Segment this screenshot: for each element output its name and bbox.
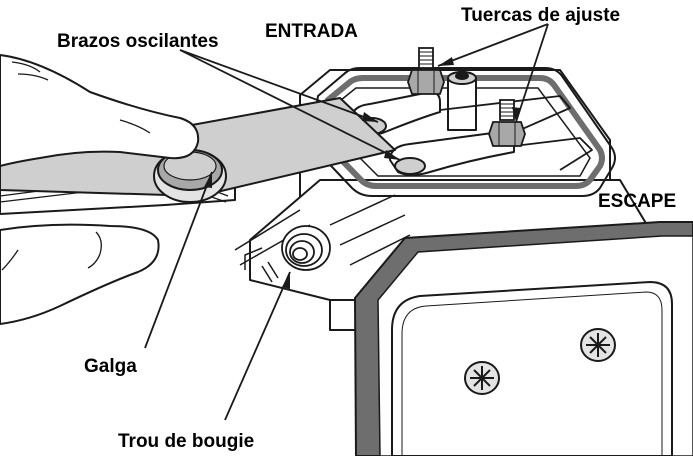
callout-brazos-a xyxy=(179,49,379,123)
label-brazos-oscilantes: Brazos oscilantes xyxy=(57,31,219,52)
adjustment-nuts xyxy=(407,47,526,147)
callout-trou xyxy=(224,271,291,421)
callout-tuercas-a xyxy=(437,23,549,67)
label-galga: Galga xyxy=(84,356,137,377)
label-escape: ESCAPE xyxy=(598,191,677,212)
callout-lines xyxy=(144,23,549,421)
callout-tuercas-b xyxy=(515,23,549,123)
spark-plug-hole xyxy=(261,225,331,283)
cover-screw-left xyxy=(464,361,500,395)
callout-arrowheads xyxy=(204,57,520,289)
label-entrada: ENTRADA xyxy=(265,21,358,42)
label-trou-de-bougie: Trou de bougie xyxy=(118,431,255,452)
valve-cover xyxy=(353,221,693,456)
label-tuercas-de-ajuste: Tuercas de ajuste xyxy=(461,5,621,26)
callout-brazos-b xyxy=(179,49,401,161)
feeler-gauge xyxy=(0,97,396,215)
cover-screw-right xyxy=(580,328,616,362)
hand xyxy=(0,54,200,325)
callout-galga xyxy=(144,171,213,349)
